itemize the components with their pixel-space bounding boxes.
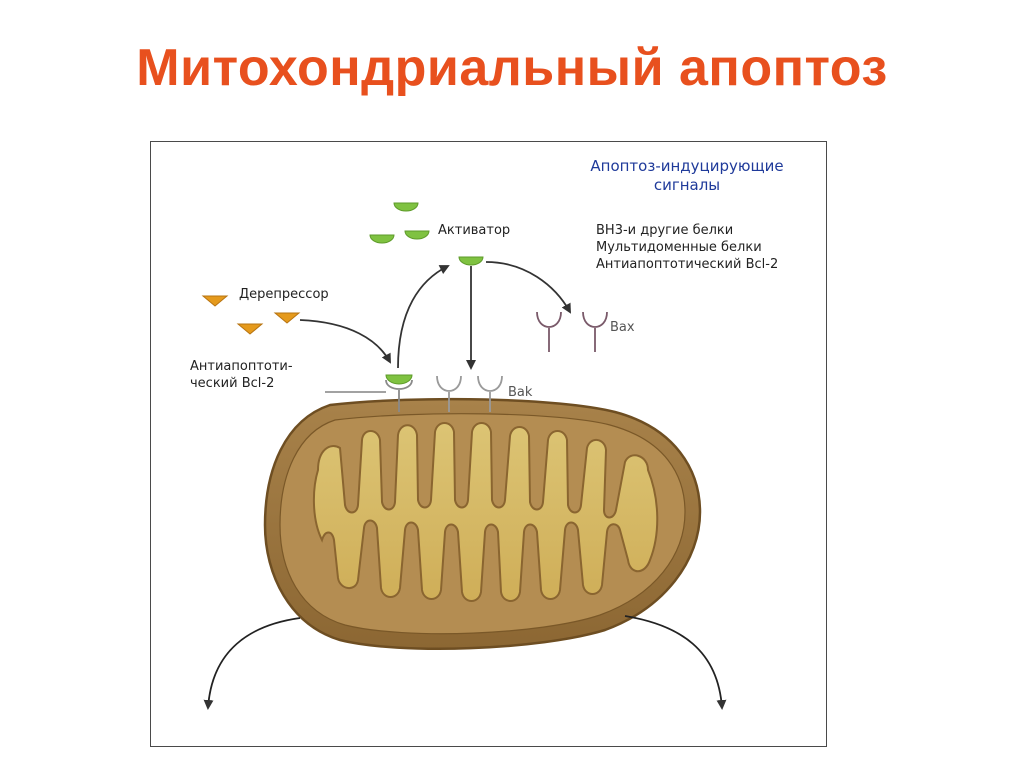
signals-title: Апоптоз-индуцирующие сигналы: [560, 157, 814, 195]
signals-title-line1: Апоптоз-индуцирующие: [590, 157, 784, 175]
antiapoptotic-label-line2: ческий Bcl-2: [190, 376, 275, 391]
signals-title-line2: сигналы: [653, 176, 721, 194]
activator-label: Активатор: [438, 223, 511, 238]
outgoing-arrow-left: [203, 617, 301, 710]
signal-list: ВН3-и другие белки Мультидоменные белки …: [596, 222, 778, 273]
bax-label: Bax: [610, 320, 635, 335]
arrow-bcl2-to-activator: [397, 265, 450, 369]
arrow-activator-to-bax: [485, 261, 571, 314]
activator-molecule-active: [458, 256, 484, 266]
arrow-derepressor-to-bcl2: [299, 319, 391, 364]
bcl2-bound-activator: [385, 374, 413, 385]
signal-list-item: ВН3-и другие белки: [596, 223, 734, 238]
bak-label: Bak: [508, 385, 533, 400]
bcl2-receptor: [385, 379, 413, 412]
antiapoptotic-label-line1: Антиапоптоти-: [190, 359, 293, 374]
derepressor-label: Дерепрессор: [239, 287, 329, 302]
bax-receptors: [536, 311, 608, 352]
signal-list-item: Антиапоптотический Bcl-2: [596, 257, 779, 272]
activator-molecules: [369, 202, 484, 385]
signal-list-item: Мультидоменные белки: [596, 240, 762, 255]
slide-title: Митохондриальный апоптоз: [136, 39, 888, 97]
outgoing-arrow-right: [624, 615, 727, 710]
derepressor-molecules: [201, 295, 301, 335]
bak-receptors: [436, 375, 503, 412]
mitochondrion-matrix-cristae: [312, 422, 659, 602]
antiapoptotic-bcl2-label: Антиапоптоти- ческий Bcl-2: [190, 358, 293, 392]
